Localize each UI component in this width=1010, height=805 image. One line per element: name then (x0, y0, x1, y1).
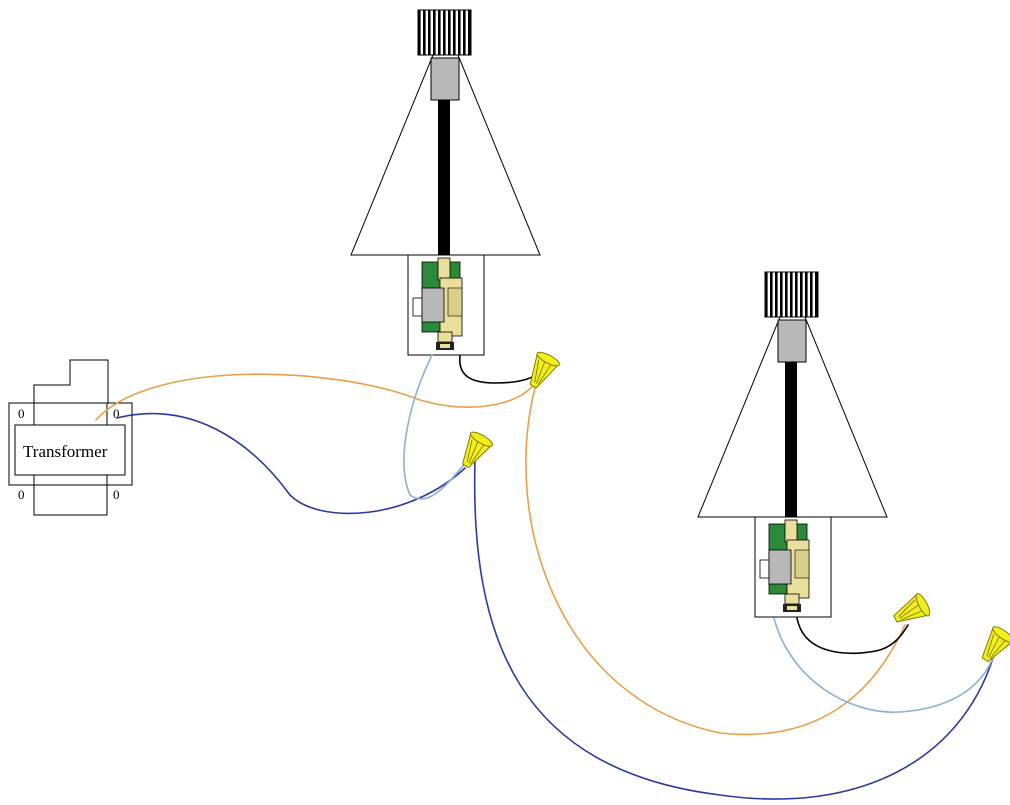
blue-wire-run (473, 459, 994, 800)
transformer: Transformer 0 0 0 0 (8, 359, 133, 516)
light-blue-wire-fixture-1 (403, 354, 471, 500)
blue-wire-transformer (116, 412, 466, 515)
black-wire-fixture-1 (459, 355, 537, 384)
black-wire-fixture-2 (796, 617, 909, 654)
wire-nut-icon (522, 349, 562, 393)
wire-nut-icon (889, 591, 933, 631)
light-fixture-1 (350, 9, 541, 356)
terminal-top-right: 0 (113, 406, 120, 421)
terminal-bottom-left: 0 (18, 487, 25, 502)
light-fixture-2 (697, 271, 888, 618)
light-blue-wire-fixture-2 (773, 617, 995, 713)
wires (95, 354, 995, 800)
terminal-top-left: 0 (18, 406, 25, 421)
transformer-label: Transformer (23, 442, 108, 461)
transformer-icon (8, 359, 133, 516)
orange-wire-run (525, 383, 906, 736)
terminal-bottom-right: 0 (113, 487, 120, 502)
orange-wire-transformer (95, 373, 536, 421)
